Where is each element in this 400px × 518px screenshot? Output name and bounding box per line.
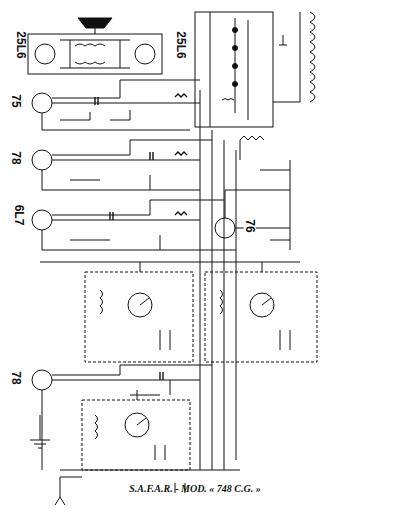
tube-label: 78 (10, 151, 22, 166)
tube-label: 6L7 (13, 203, 25, 226)
tube-label: 76 (244, 219, 256, 234)
tube-label: 25L6 (15, 31, 27, 60)
tube-label: 25L6 (175, 31, 187, 60)
tube-label: 78 (10, 371, 22, 386)
caption: S.A.F.A.R. - MOD. « 748 C.G. » (129, 484, 261, 494)
tube-label: 75 (10, 94, 22, 109)
